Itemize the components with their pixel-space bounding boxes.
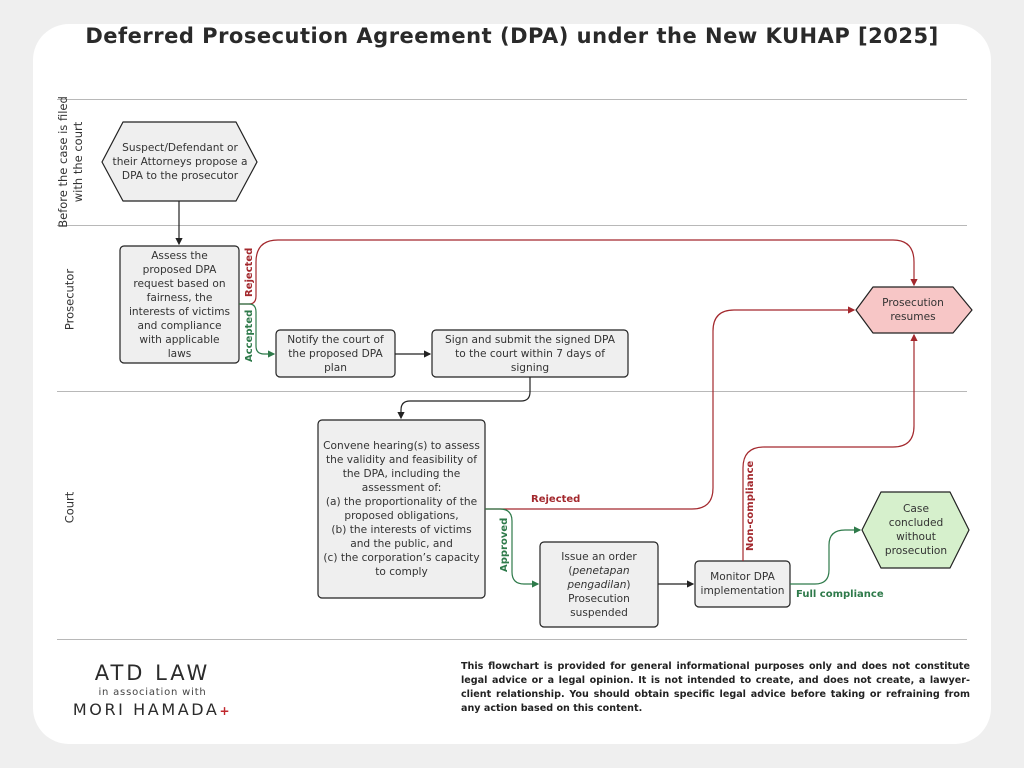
lane-divider-bottom [57,639,967,640]
edge-monitor-full-compliance [790,526,862,585]
firm-logo: ATD LAW in association with MORI HAMADA+ [60,660,245,721]
hearing-item-b: (b) the interests of victims and the pub… [331,524,472,550]
concluded-node-shape [861,491,970,569]
lane-divider-top [57,99,967,100]
label-full-compliance: Full compliance [796,589,884,600]
hearing-item-c: (c) the corporation’s capacity to comply [323,552,480,578]
edge-assess-accepted [239,303,276,358]
propose-node-shape [101,121,258,202]
label-approved: Approved [499,517,510,572]
order-line3: Prosecution suspended [568,592,630,619]
disclaimer: This flowchart is provided for general i… [461,661,970,714]
order-italic: penetapan pengadilan [567,564,630,591]
resumes-node-shape [855,286,973,334]
notify-node: Notify the court of the proposed DPA pla… [287,333,384,374]
page-title: Deferred Prosecution Agreement (DPA) und… [85,24,939,48]
hearing-node: Convene hearing(s) to assess the validit… [318,420,485,598]
order-node: Issue an order (penetapan pengadilan) Pr… [540,542,658,627]
plus-mark-icon: + [219,704,233,718]
edge-hearing-rejected [485,306,856,510]
lane-divider-1 [57,225,967,226]
label-accepted: Accepted [244,309,255,362]
order-italic-wrap: (penetapan pengadilan) [567,564,631,591]
lane-divider-2 [57,391,967,392]
logo-line3-wrap: MORI HAMADA+ [60,700,245,721]
hearing-item-a: (a) the proportionality of the proposed … [325,496,478,522]
edge-monitor-noncompliance [742,333,918,561]
sign-node: Sign and submit the signed DPA to the co… [445,333,615,374]
logo-line3: MORI HAMADA [72,700,220,719]
assess-node: Assess the proposed DPA request based on… [128,249,231,360]
edge-hearing-approved [485,508,540,588]
concluded-node: Case concluded without prosecution [884,503,948,557]
hearing-intro: Convene hearing(s) to assess the validit… [323,440,480,494]
logo-line1: ATD LAW [94,661,211,685]
label-non-compliance: Non-compliance [745,460,756,551]
logo-line2: in association with [98,687,207,698]
order-line1: Issue an order [561,550,637,563]
edge-sign-to-hearing [397,377,531,420]
label-rejected-court: Rejected [531,494,581,505]
monitor-node: Monitor DPA implementation [700,571,785,597]
propose-node: Suspect/Defendant or their Attorneys pro… [112,141,248,182]
resumes-node: Prosecution resumes [882,297,944,323]
label-rejected-prosecutor: Rejected [244,247,255,297]
edge-assess-rejected [239,239,918,305]
